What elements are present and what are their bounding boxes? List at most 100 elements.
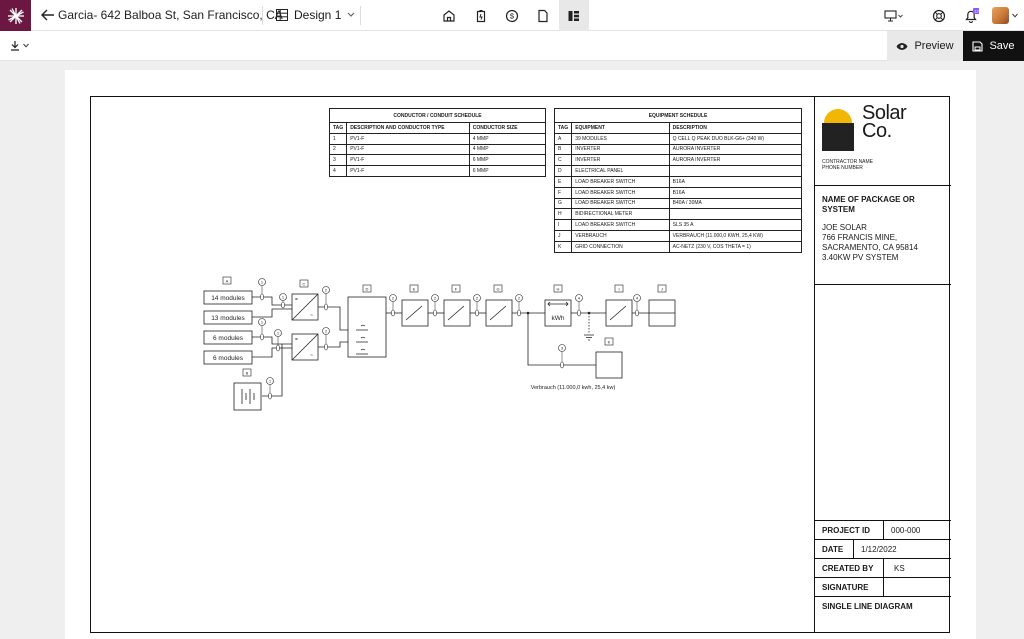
table-cell: 4 [328, 165, 348, 177]
phone-number: PHONE NUMBER [822, 165, 863, 171]
company-logo-icon [822, 109, 854, 151]
table-cell: PV1-F [346, 165, 470, 177]
title-block [814, 97, 951, 633]
brand-line-1: Solar [862, 102, 907, 124]
conductor-schedule-table: CONDUCTOR / CONDUIT SCHEDULE TAG DESCRIP… [328, 108, 547, 177]
created-by-value: KS [894, 564, 905, 573]
table-cell: INVERTER [571, 143, 670, 156]
system-size: 3.40KW PV SYSTEM [822, 253, 899, 262]
street: 766 FRANCIS MINE, [822, 233, 898, 242]
dollar-icon[interactable]: $ [497, 0, 527, 31]
help-icon[interactable] [928, 0, 950, 31]
chevron-down-icon [1012, 13, 1018, 18]
back-arrow-icon[interactable] [41, 8, 55, 24]
date-value: 1/12/2022 [861, 545, 897, 554]
grid-icon [276, 9, 288, 21]
table-cell: J [553, 229, 573, 242]
divider [883, 558, 884, 577]
table-cell: B40A / 30MA [668, 197, 803, 210]
project-id-value: 000-000 [891, 526, 921, 535]
table-cell: LOAD BREAKER SWITCH [571, 186, 670, 199]
table-cell: GRID CONNECTION [571, 240, 670, 253]
divider [815, 284, 951, 285]
design-label: Design 1 [294, 8, 342, 22]
top-bar: Garcia- 642 Balboa St, San Francisco, CA… [0, 0, 1024, 31]
document-icon[interactable] [528, 0, 558, 31]
table-cell: H [553, 208, 573, 221]
column-header: DESCRIPTION AND CONDUCTOR TYPE [346, 122, 470, 134]
table-cell: Q CELL Q PEAK DUO BLK-G6+ (340 W) [668, 132, 803, 145]
column-header: TAG [553, 122, 573, 134]
table-cell: 4 MMP [468, 132, 547, 145]
preview-button[interactable]: Preview [887, 31, 963, 61]
table-cell: PV1-F [346, 132, 470, 145]
drawing-title: SINGLE LINE DIAGRAM [822, 602, 913, 611]
home-icon[interactable] [434, 0, 464, 31]
table-cell: SLS 35 A [668, 219, 803, 231]
divider [815, 539, 951, 540]
date-label: DATE [822, 545, 844, 554]
monitor-icon[interactable] [879, 0, 909, 31]
logo-icon[interactable] [0, 0, 31, 31]
brand-line-2: Co. [862, 120, 892, 142]
design-selector[interactable]: Design 1 [276, 8, 355, 22]
project-title[interactable]: Garcia- 642 Balboa St, San Francisco, CA [58, 8, 283, 22]
table-cell: PV1-F [346, 143, 470, 156]
package-name: NAME OF PACKAGE OR SYSTEM [822, 195, 915, 214]
battery-icon[interactable] [466, 0, 496, 31]
conductor-schedule-title: CONDUCTOR / CONDUIT SCHEDULE [329, 108, 546, 123]
equipment-schedule-title: EQUIPMENT SCHEDULE [554, 108, 802, 123]
table-cell [668, 165, 803, 177]
table-cell: A [553, 132, 573, 145]
contractor-info: CONTRACTOR NAME PHONE NUMBER [822, 159, 873, 171]
download-icon[interactable] [10, 40, 29, 51]
table-cell: I [553, 219, 573, 231]
column-header: CONDUCTOR SIZE [468, 122, 547, 134]
table-cell: 6 MMP [468, 154, 547, 167]
divider [815, 596, 951, 597]
table-cell: AC-NETZ (230 V, COS THETA = 1) [668, 240, 803, 253]
equipment-schedule-table: EQUIPMENT SCHEDULE TAG EQUIPMENT DESCRIP… [553, 108, 803, 253]
divider [883, 577, 884, 596]
user-menu[interactable] [990, 0, 1020, 31]
preview-label: Preview [914, 40, 954, 52]
table-cell: BIDIRECTIONAL METER [571, 208, 670, 221]
table-cell: 4 MMP [468, 143, 547, 156]
table-cell: AURORA INVERTER [668, 143, 803, 156]
created-by-label: CREATED BY [822, 564, 874, 573]
table-cell: D [553, 165, 573, 177]
table-cell: ELECTRICAL PANEL [571, 165, 670, 177]
table-cell: B [553, 143, 573, 156]
avatar [992, 7, 1009, 24]
table-cell: 1 [328, 132, 348, 145]
table-cell: INVERTER [571, 154, 670, 167]
bell-icon[interactable]: 12 [960, 0, 982, 31]
column-header: EQUIPMENT [571, 122, 670, 134]
notification-count: 12 [974, 8, 979, 13]
svg-text:$: $ [510, 11, 515, 20]
save-button[interactable]: Save [963, 31, 1024, 61]
divider [853, 539, 854, 558]
table-cell [668, 208, 803, 221]
save-label: Save [989, 40, 1015, 52]
table-cell: 6 MMP [468, 165, 547, 177]
customer-address: JOE SOLAR 766 FRANCIS MINE, SACRAMENTO, … [822, 223, 947, 263]
eye-icon [896, 42, 908, 50]
save-icon [972, 40, 984, 52]
table-cell: 39 MODULES [571, 132, 670, 145]
table-cell: 3 [328, 154, 348, 167]
project-id-label: PROJECT ID [822, 526, 871, 535]
city: SACRAMENTO, CA 95814 [822, 243, 918, 252]
table-cell: E [553, 175, 573, 188]
diagram-icon[interactable] [559, 0, 589, 31]
